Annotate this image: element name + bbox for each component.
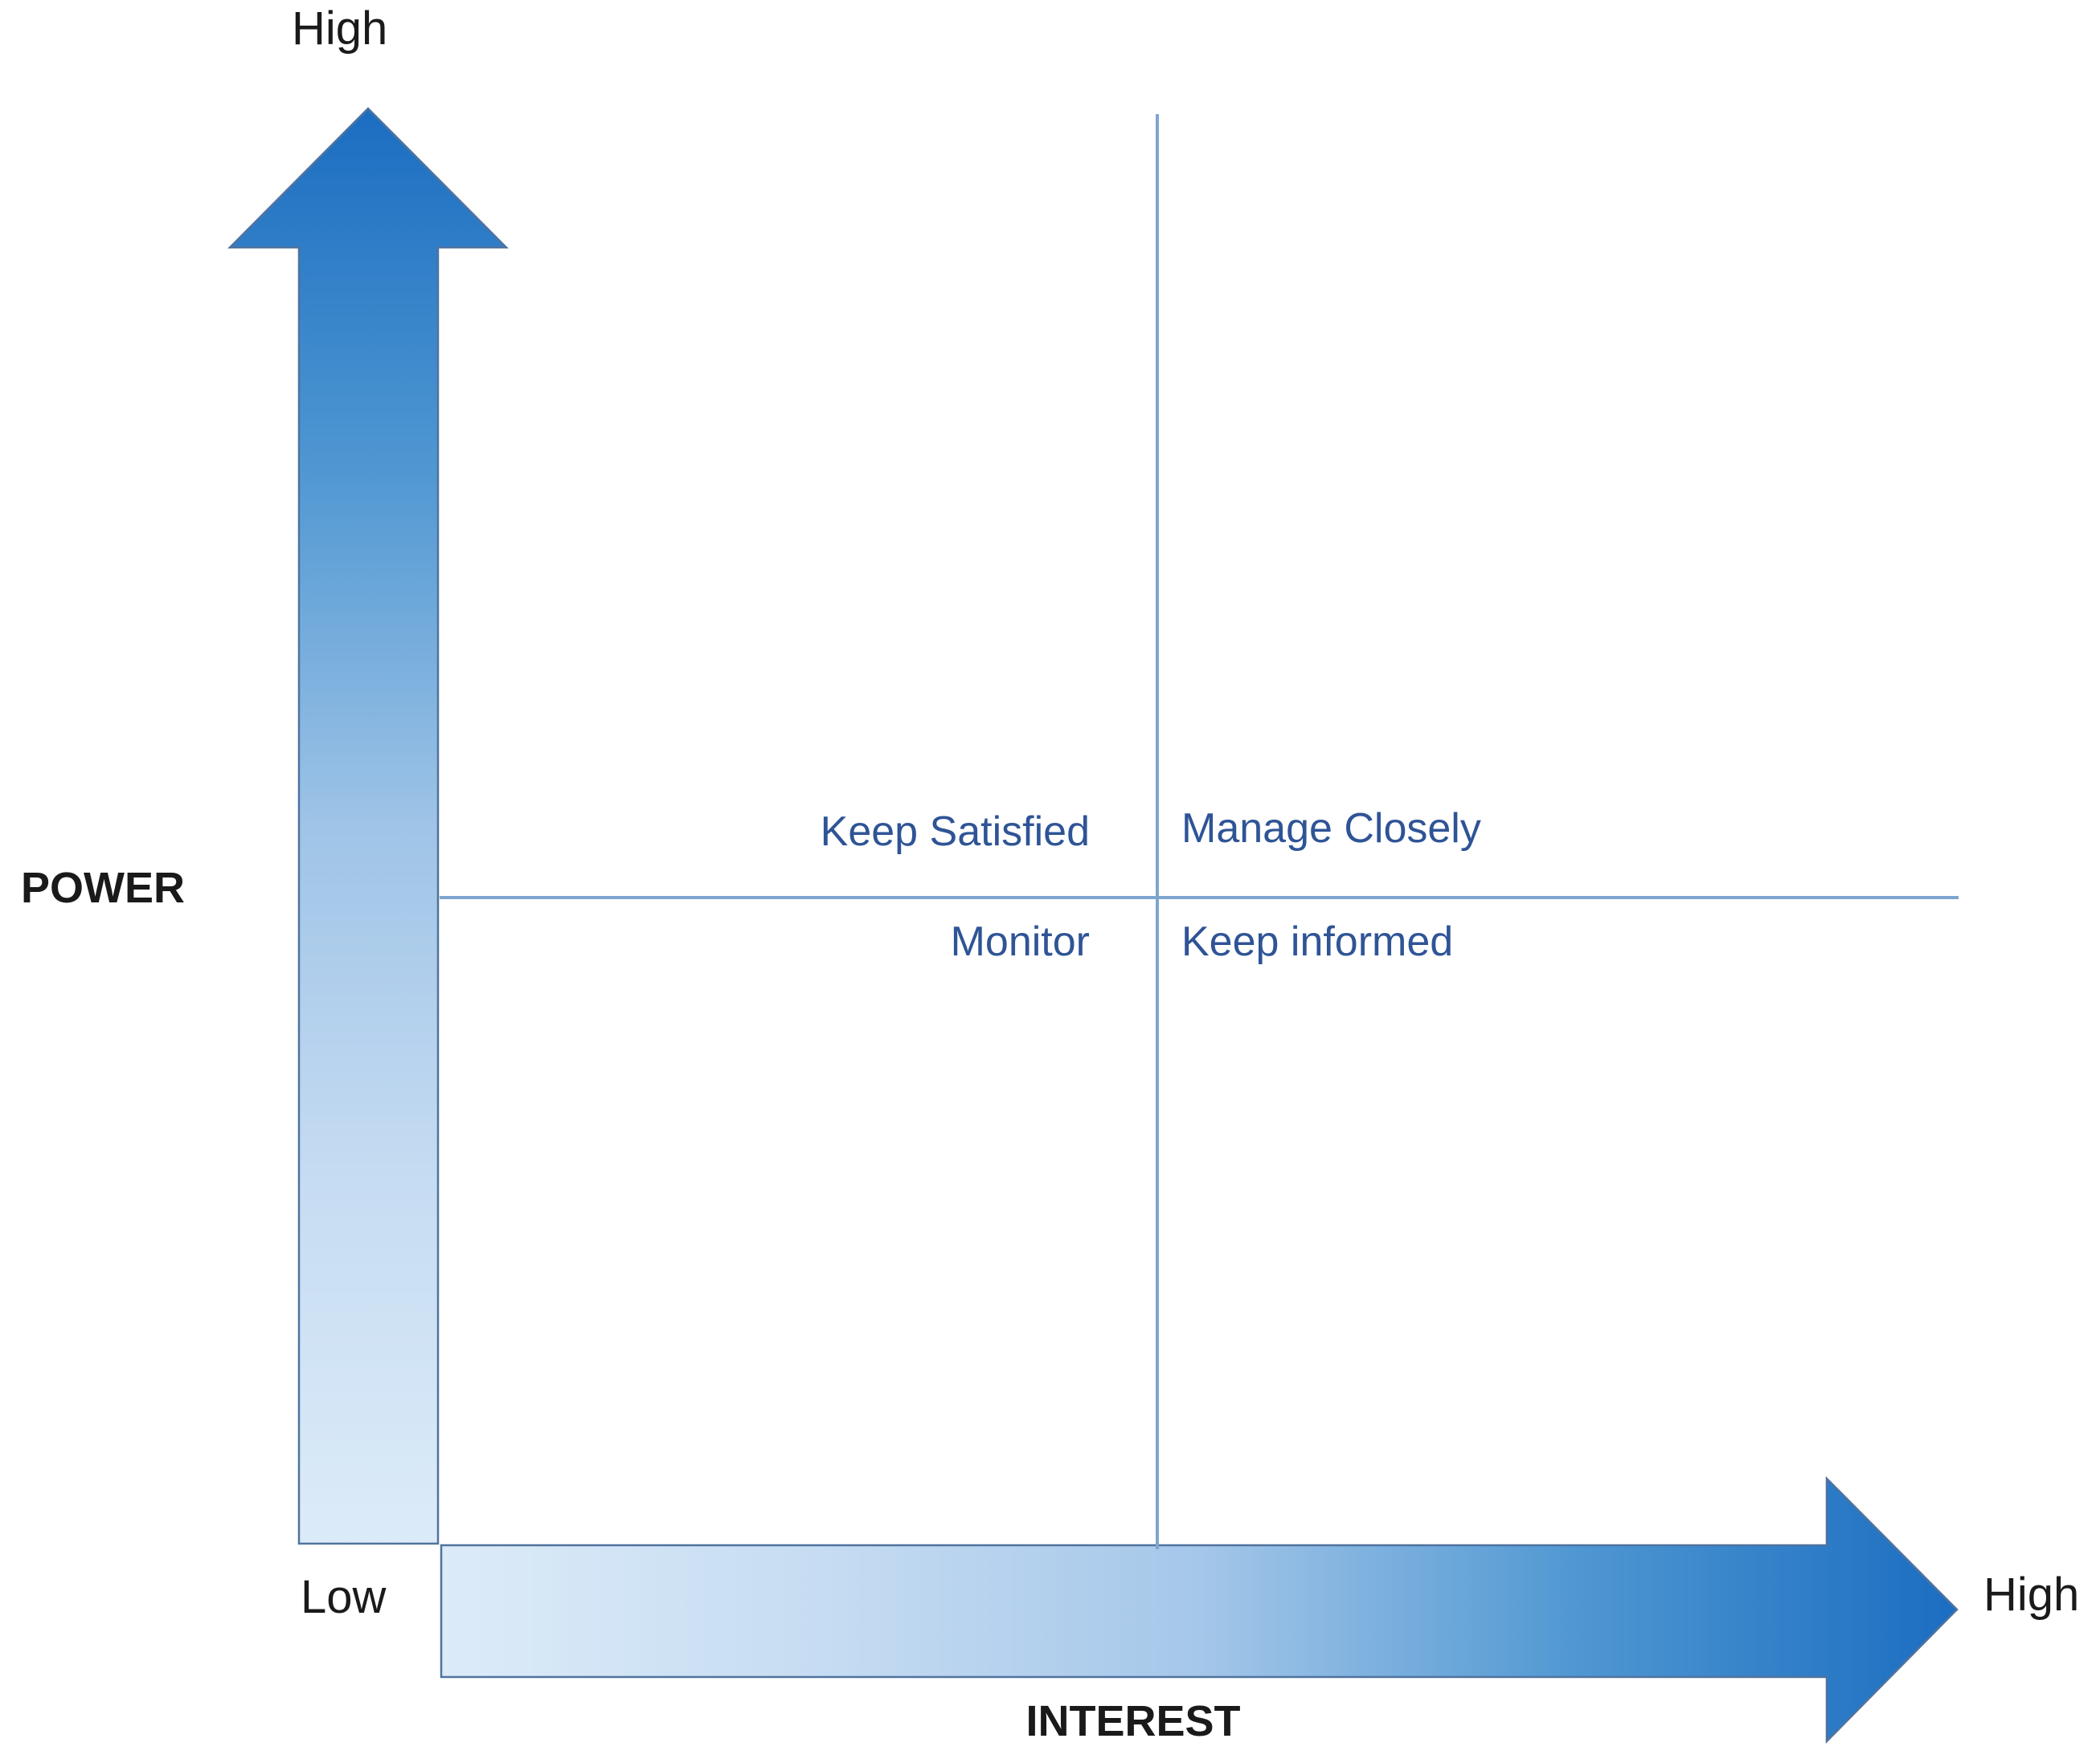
quadrant-horizontal-divider (440, 896, 1959, 899)
power-up-arrow-icon (227, 107, 510, 1545)
power-axis-label: POWER (21, 864, 186, 912)
quadrant-top-left-label: Keep Satisfied (820, 808, 1090, 855)
quadrant-vertical-divider (1156, 114, 1159, 1549)
quadrant-bottom-right-label: Keep informed (1181, 918, 1454, 965)
power-high-label: High (292, 2, 388, 55)
quadrant-top-right-label: Manage Closely (1181, 805, 1481, 852)
interest-right-arrow-icon (440, 1475, 1959, 1745)
interest-high-label: High (1983, 1569, 2080, 1621)
quadrant-bottom-left-label: Monitor (950, 918, 1090, 965)
origin-low-label: Low (301, 1571, 387, 1623)
interest-axis-label: INTEREST (1025, 1697, 1241, 1745)
